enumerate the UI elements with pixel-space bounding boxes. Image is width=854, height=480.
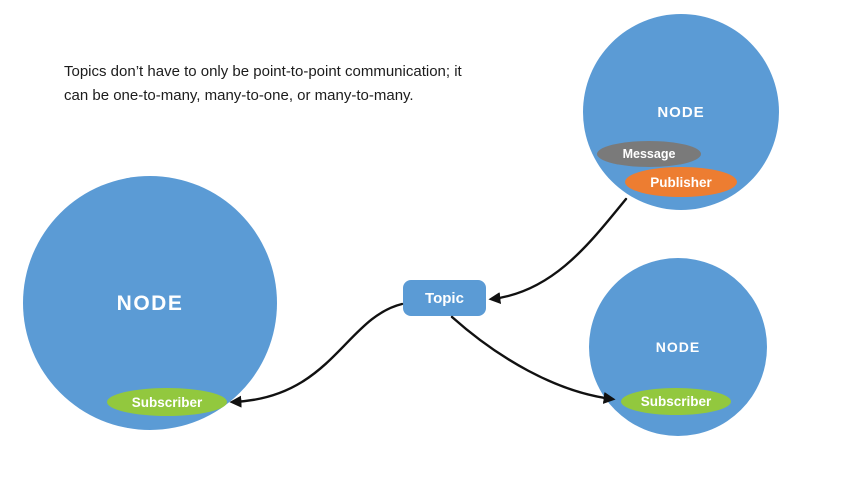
caption-line-1: Topics don’t have to only be point-to-po…	[64, 63, 462, 80]
arrow-publisher-to-topic	[488, 197, 628, 304]
publisher-pill: Publisher	[625, 167, 737, 197]
node-bottom-right-label: NODE	[655, 339, 701, 355]
arrow-topic-to-bottom-right-subscriber	[450, 315, 616, 404]
subscriber-pill-bottom-right: Subscriber	[621, 388, 731, 415]
node-left-label: NODE	[116, 292, 184, 315]
node-circle-left: NODE Subscriber	[23, 176, 277, 430]
caption-line-2: can be one-to-many, many-to-one, or many…	[64, 87, 414, 104]
subscriber-pill-left: Subscriber	[107, 388, 227, 416]
topic-box: Topic	[403, 280, 486, 316]
caption-text: Topics don’t have to only be point-to-po…	[64, 60, 462, 108]
message-pill: Message	[597, 141, 701, 167]
node-circle-bottom-right: NODE Subscriber	[589, 258, 767, 436]
node-top-right-label: NODE	[657, 104, 705, 121]
node-circle-top-right: NODE Message Publisher	[583, 14, 779, 210]
